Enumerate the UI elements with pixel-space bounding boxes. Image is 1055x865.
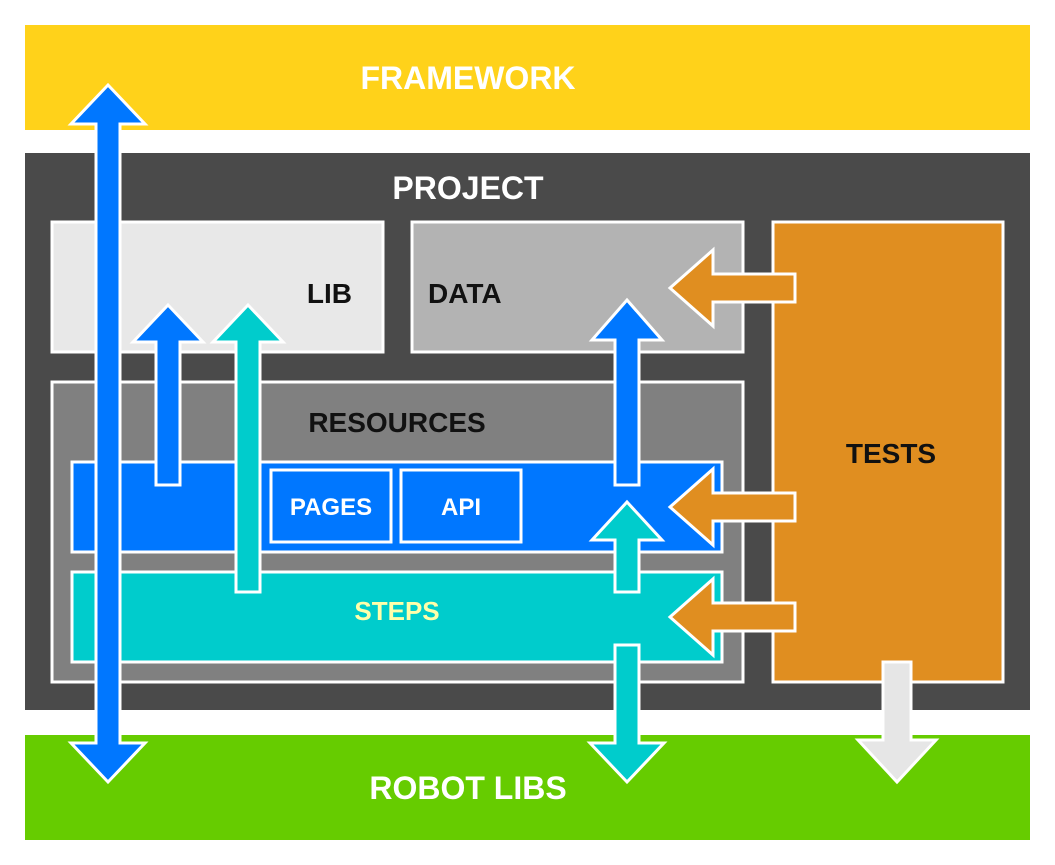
pages-label: PAGES (290, 494, 372, 521)
robot-libs-label: ROBOT LIBS (369, 770, 566, 806)
data-label: DATA (428, 278, 502, 309)
tests-to-steps-arrow (667, 575, 797, 659)
project-label: PROJECT (392, 170, 544, 206)
resources-to-data-arrow (588, 297, 666, 487)
robot-libs-band (25, 735, 1030, 840)
tests-to-robotlibs-arrow (854, 660, 940, 785)
framework-label: FRAMEWORK (360, 60, 575, 96)
tests-to-data-arrow (667, 246, 797, 330)
api-box (399, 468, 523, 544)
lib-label: LIB (307, 278, 352, 309)
pages-box (269, 468, 393, 544)
steps-label: STEPS (354, 596, 439, 626)
steps-to-resources-arrow (588, 499, 666, 594)
resources-to-lib-arrow (129, 302, 207, 487)
tests-label: TESTS (846, 438, 936, 469)
steps-to-lib-arrow (209, 302, 287, 594)
tests-box (771, 220, 1005, 684)
resources-label: RESOURCES (308, 407, 485, 438)
framework-band (25, 25, 1030, 130)
framework-robotlibs-double-arrow (67, 82, 149, 785)
api-label: API (441, 494, 481, 521)
tests-to-resources-arrow (667, 465, 797, 549)
steps-to-robotlibs-arrow (586, 643, 668, 785)
